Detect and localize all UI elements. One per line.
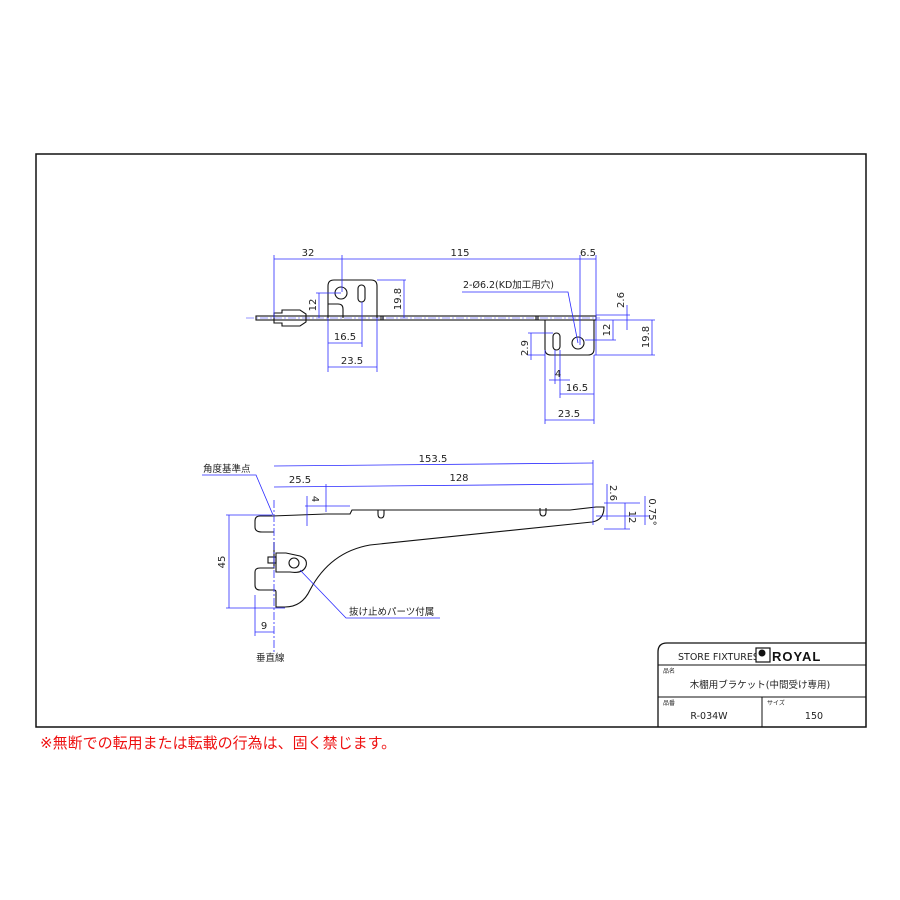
dim-16-5-left: 16.5 <box>334 332 356 343</box>
drawing-frame <box>35 153 867 728</box>
angle-reference-label: 角度基準点 <box>203 463 251 475</box>
part-no: R-034W <box>690 711 728 722</box>
size-value: 150 <box>805 711 823 722</box>
stopper-note: 抜け止めパーツ付属 <box>349 606 434 618</box>
dim-12-right: 12 <box>602 324 613 337</box>
product-name: 木棚用ブラケット(中間受け専用) <box>690 679 830 691</box>
dim-23-5-right: 23.5 <box>558 409 580 420</box>
left-plate <box>327 279 378 318</box>
dim-2-6-top: 2.6 <box>616 292 627 308</box>
bracket-outline <box>254 506 605 608</box>
copyright-warning: ※無断での転用または転載の行為は、固く禁じます。 <box>40 734 397 752</box>
dim-32: 32 <box>302 248 315 259</box>
right-slot <box>552 332 561 351</box>
right-hole <box>571 336 585 350</box>
dim-115: 115 <box>450 248 469 259</box>
dim-angle: 0.75° <box>646 498 657 525</box>
dim-19-8-left: 19.8 <box>393 288 404 310</box>
top-view: 32 115 6.5 12 19.8 16.5 23.5 2.6 12 19.8… <box>246 248 655 424</box>
hole-note: 2-Ø6.2(KD加工用穴) <box>463 279 554 291</box>
part-no-label: 品番 <box>663 700 675 707</box>
stopper-part <box>273 309 307 327</box>
dim-128: 128 <box>449 473 468 484</box>
dim-19-8-right: 19.8 <box>641 326 652 348</box>
dim-12-left: 12 <box>308 299 319 312</box>
name-label: 品名 <box>663 667 675 675</box>
dim-9: 9 <box>261 621 267 632</box>
dim-4-top: 4 <box>555 369 561 380</box>
dim-45: 45 <box>217 556 228 569</box>
bracket-notches <box>377 508 547 519</box>
side-view: 153.5 25.5 128 4 2.6 0.75° 12 45 9 角度基準点… <box>202 454 657 664</box>
brand-logo: ROYAL <box>772 649 821 664</box>
dim-2-6-side: 2.6 <box>607 485 618 501</box>
right-plate <box>544 320 595 356</box>
dim-25-5: 25.5 <box>289 475 311 486</box>
title-block: STORE FIXTURES ROYAL 品名 木棚用ブラケット(中間受け専用)… <box>657 642 866 727</box>
size-label: サイズ <box>767 699 785 707</box>
stopper-part-side <box>275 552 307 573</box>
left-slot <box>357 284 366 303</box>
vertical-line-label: 垂直線 <box>256 652 285 664</box>
dim-23-5-left: 23.5 <box>341 356 363 367</box>
dim-4-side: 4 <box>309 496 320 502</box>
dim-16-5-right: 16.5 <box>566 383 588 394</box>
store-fixtures-label: STORE FIXTURES <box>678 652 759 663</box>
dim-12-side: 12 <box>626 511 637 524</box>
dim-6-5: 6.5 <box>580 248 596 259</box>
dim-153-5: 153.5 <box>419 454 448 465</box>
dim-2-9: 2.9 <box>520 340 531 356</box>
